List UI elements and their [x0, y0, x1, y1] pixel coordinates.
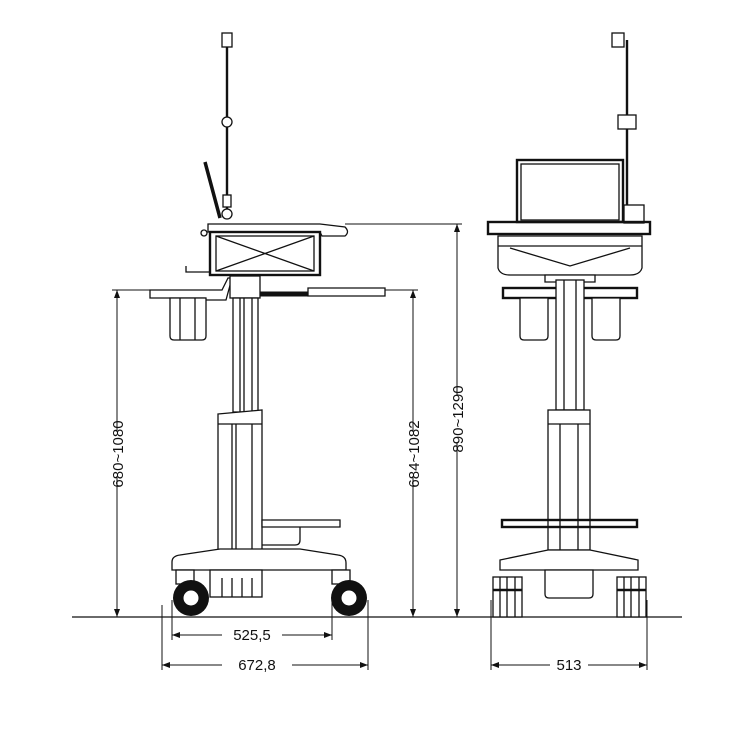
dimension-lines [112, 223, 648, 670]
dimension-label-overall-depth: 672,8 [238, 657, 276, 674]
front-view [486, 32, 652, 618]
dimension-label-keyboard-height: 684~1082 [406, 420, 423, 487]
dimension-label-top-height: 890~1290 [450, 385, 467, 452]
side-view [149, 32, 386, 616]
dimension-label-wheelbase: 525,5 [233, 627, 271, 644]
dimension-label-tray-height: 680~1080 [110, 420, 127, 487]
dimension-label-overall-width: 513 [556, 657, 581, 674]
